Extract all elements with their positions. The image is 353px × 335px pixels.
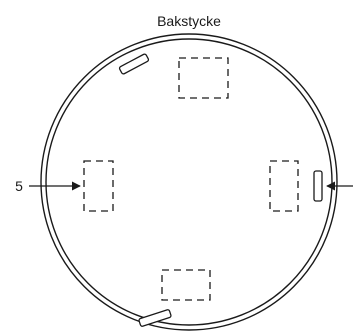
mount-outline-top [178, 57, 229, 99]
slot-right [313, 170, 323, 202]
mount-outline-bottom [161, 269, 211, 301]
back-plate [40, 33, 338, 331]
inner-rim [45, 38, 333, 326]
outer-rim [40, 33, 338, 331]
mount-outline-left [83, 160, 114, 212]
callout-number-label: 5 [15, 178, 23, 194]
diagram-title: Bakstycke [157, 13, 221, 29]
slot-top-left [118, 53, 150, 75]
slot-bottom-left [138, 309, 172, 327]
mount-outline-right [269, 160, 299, 212]
